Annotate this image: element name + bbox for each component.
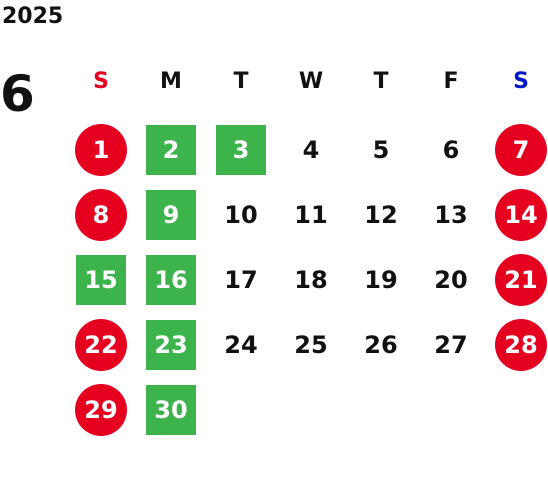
day-cell: 18 (285, 254, 337, 306)
weekday-header: F (443, 68, 459, 94)
day-number: 6 (442, 136, 460, 164)
year-label: 2025 (2, 4, 64, 29)
day-cell: 28 (495, 319, 547, 371)
day-cell: 20 (425, 254, 477, 306)
day-number: 15 (84, 266, 118, 294)
day-cell: 11 (285, 189, 337, 241)
day-number: 9 (162, 201, 180, 229)
day-cell: 13 (425, 189, 477, 241)
day-cell: 29 (75, 384, 127, 436)
day-cell: 19 (355, 254, 407, 306)
day-cell: 10 (215, 189, 267, 241)
day-number: 22 (84, 331, 118, 359)
day-cell: 2 (145, 124, 197, 176)
day-cell: 6 (425, 124, 477, 176)
day-number: 3 (232, 136, 250, 164)
day-number: 23 (154, 331, 188, 359)
day-number: 4 (302, 136, 320, 164)
highlight-square-marker (216, 125, 266, 175)
highlight-square-marker (146, 385, 196, 435)
day-number: 29 (84, 396, 118, 424)
day-cell: 24 (215, 319, 267, 371)
day-number: 21 (504, 266, 538, 294)
holiday-circle-marker (495, 189, 547, 241)
day-cell: 23 (145, 319, 197, 371)
day-cell: 3 (215, 124, 267, 176)
day-cell: 22 (75, 319, 127, 371)
day-cell: 9 (145, 189, 197, 241)
holiday-circle-marker (495, 254, 547, 306)
day-cell: 1 (75, 124, 127, 176)
day-number: 7 (512, 136, 530, 164)
day-cell: 8 (75, 189, 127, 241)
day-number: 18 (294, 266, 328, 294)
day-cell: 17 (215, 254, 267, 306)
day-cell: 30 (145, 384, 197, 436)
day-number: 28 (504, 331, 538, 359)
day-cell: 21 (495, 254, 547, 306)
highlight-square-marker (76, 255, 126, 305)
day-cell: 27 (425, 319, 477, 371)
holiday-circle-marker (75, 319, 127, 371)
holiday-circle-marker (75, 384, 127, 436)
day-number: 14 (504, 201, 538, 229)
day-number: 27 (434, 331, 468, 359)
weekday-header: W (298, 68, 324, 94)
day-cell: 4 (285, 124, 337, 176)
day-number: 8 (92, 201, 110, 229)
day-cell: 5 (355, 124, 407, 176)
highlight-square-marker (146, 190, 196, 240)
day-cell: 26 (355, 319, 407, 371)
highlight-square-marker (146, 320, 196, 370)
day-number: 25 (294, 331, 328, 359)
holiday-circle-marker (495, 124, 547, 176)
day-cell: 25 (285, 319, 337, 371)
highlight-square-marker (146, 255, 196, 305)
day-number: 19 (364, 266, 398, 294)
holiday-circle-marker (75, 189, 127, 241)
day-cell: 12 (355, 189, 407, 241)
weekday-header: S (93, 68, 109, 94)
day-number: 24 (224, 331, 258, 359)
month-number: 6 (0, 65, 35, 123)
weekday-header: S (513, 68, 529, 94)
day-cell: 14 (495, 189, 547, 241)
day-number: 16 (154, 266, 188, 294)
day-number: 20 (434, 266, 468, 294)
day-number: 12 (364, 201, 398, 229)
weekday-header: M (160, 68, 182, 94)
highlight-square-marker (146, 125, 196, 175)
day-cell: 15 (75, 254, 127, 306)
day-number: 2 (162, 136, 180, 164)
day-number: 13 (434, 201, 468, 229)
day-number: 30 (154, 396, 188, 424)
day-number: 10 (224, 201, 258, 229)
day-cell: 7 (495, 124, 547, 176)
day-cell: 16 (145, 254, 197, 306)
day-number: 5 (372, 136, 390, 164)
weekday-header: T (233, 68, 249, 94)
day-number: 11 (294, 201, 328, 229)
day-number: 1 (92, 136, 110, 164)
holiday-circle-marker (75, 124, 127, 176)
day-number: 26 (364, 331, 398, 359)
holiday-circle-marker (495, 319, 547, 371)
day-number: 17 (224, 266, 258, 294)
weekday-header: T (373, 68, 389, 94)
